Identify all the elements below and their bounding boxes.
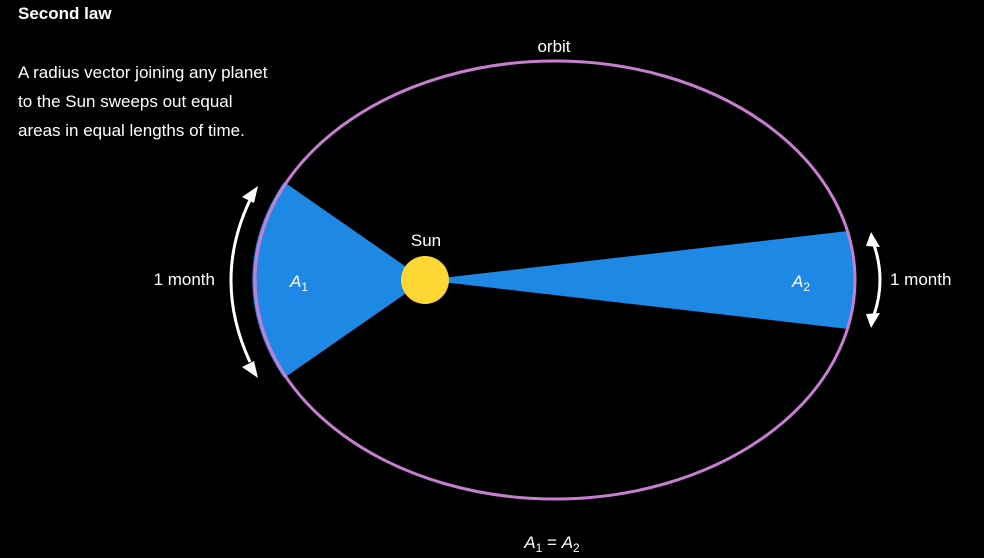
sector-a2 xyxy=(425,231,856,329)
equation-label: A1 = A2 xyxy=(523,533,580,555)
area-a2-label: A2 xyxy=(791,272,810,294)
area-a1-sub: 1 xyxy=(301,280,308,294)
right-duration-label: 1 month xyxy=(890,270,951,289)
eq-right-base: A xyxy=(561,533,573,552)
eq-left-sub: 1 xyxy=(536,541,543,555)
sun-circle xyxy=(401,256,449,304)
left-duration-label: 1 month xyxy=(154,270,215,289)
orbit-ellipse xyxy=(253,59,857,501)
area-a1-base: A xyxy=(289,272,301,291)
eq-left-base: A xyxy=(523,533,535,552)
diagram-title: Second law xyxy=(18,4,112,23)
law-description: A radius vector joining any planet to th… xyxy=(18,63,268,140)
eq-right-sub: 2 xyxy=(573,541,580,555)
area-a1-label: A1 xyxy=(289,272,308,294)
area-a2-sub: 2 xyxy=(803,280,810,294)
eq-equals: = xyxy=(542,533,561,552)
orbit-label: orbit xyxy=(537,37,570,56)
sun-label: Sun xyxy=(411,231,441,250)
left-month-arrow xyxy=(229,186,258,378)
area-a2-base: A xyxy=(791,272,803,291)
right-month-arrow xyxy=(866,232,882,328)
sector-a1 xyxy=(252,182,425,378)
